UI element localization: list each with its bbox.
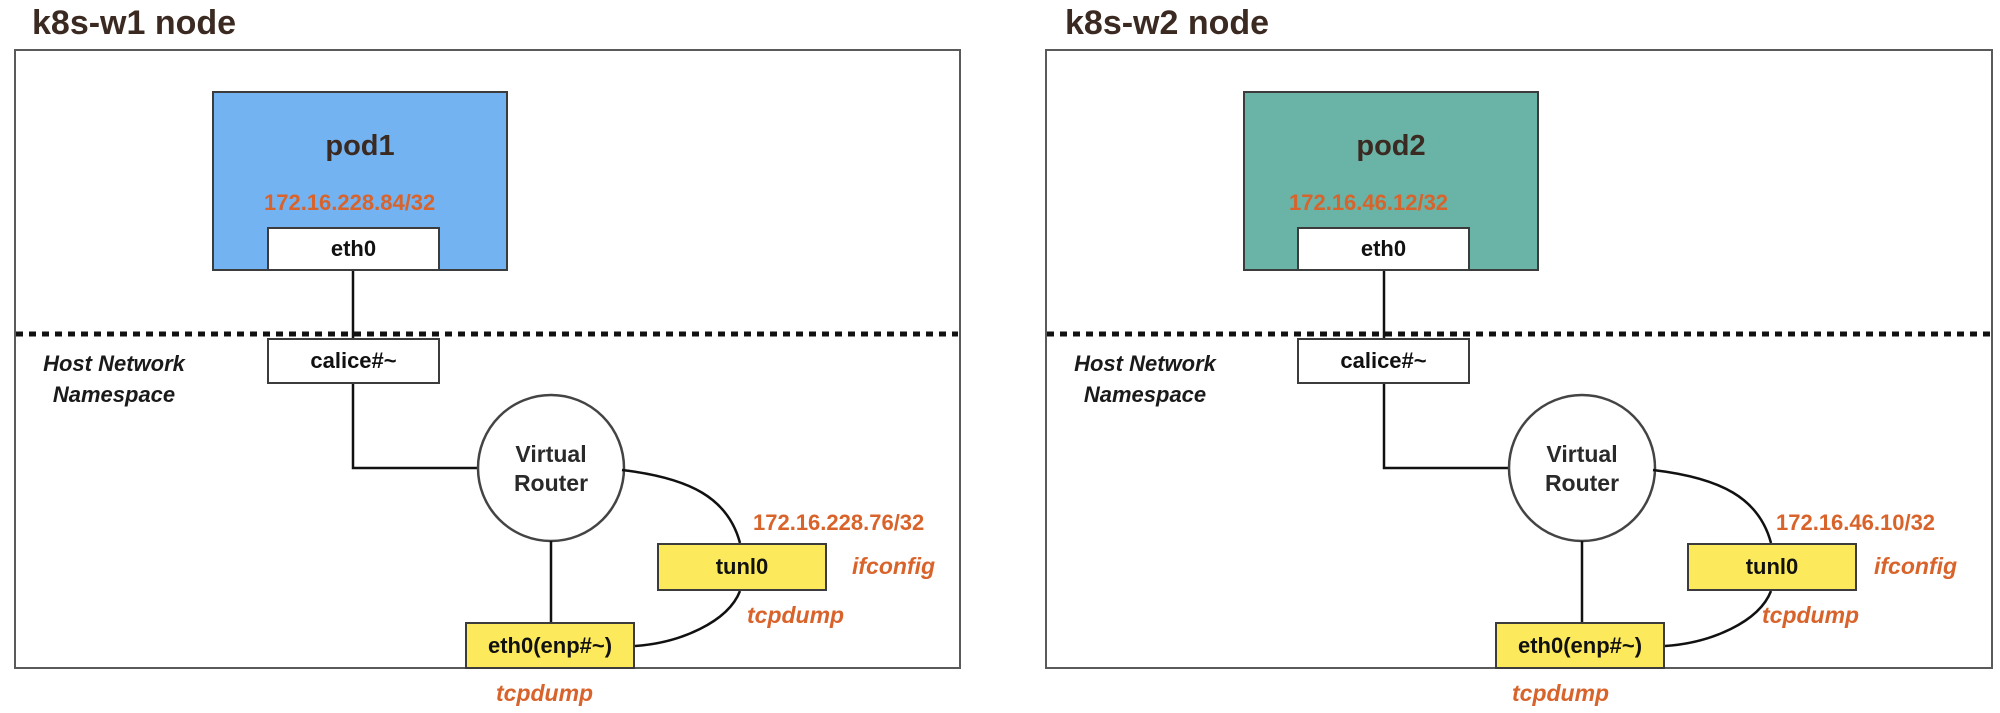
w1-tunl0: tunl0	[657, 543, 827, 591]
w2-virtual-router-label: Virtual Router	[1507, 440, 1657, 498]
w1-router-line2: Router	[513, 470, 589, 496]
w1-nic-eth0: eth0(enp#~)	[465, 622, 635, 669]
w2-nic-eth0: eth0(enp#~)	[1495, 622, 1665, 669]
pod1-ip: 172.16.228.84/32	[264, 190, 436, 215]
w1-router-line1: Virtual	[515, 441, 587, 467]
w2-host-ns-line1: Host Network	[1074, 351, 1216, 376]
w1-calice-veth: calice#~	[267, 338, 440, 384]
w2-router-line2: Router	[1544, 470, 1620, 496]
w2-host-ns-label: Host Network Namespace	[1055, 348, 1235, 410]
pod1-eth0: eth0	[267, 227, 440, 271]
w2-ifconfig-label: ifconfig	[1874, 553, 1958, 579]
w2-tunl0-ip: 172.16.46.10/32	[1776, 510, 1936, 535]
w1-virtual-router-label: Virtual Router	[476, 440, 626, 498]
w2-calice-veth: calice#~	[1297, 338, 1470, 384]
w1-host-ns-label: Host Network Namespace	[24, 348, 204, 410]
w1-host-ns-line2: Namespace	[52, 382, 176, 407]
w1-ifconfig-label: ifconfig	[852, 553, 936, 579]
w1-tcpdump-tunnel-label: tcpdump	[747, 602, 845, 628]
node-title-w1: k8s-w1 node	[32, 4, 237, 42]
pod2-ip: 172.16.46.12/32	[1289, 190, 1449, 215]
w1-tunl0-ip: 172.16.228.76/32	[753, 510, 925, 535]
w1-tcpdump-nic-label: tcpdump	[496, 680, 594, 706]
pod2-eth0: eth0	[1297, 227, 1470, 271]
w2-tcpdump-tunnel-label: tcpdump	[1762, 602, 1860, 628]
pod1-label: pod1	[325, 130, 395, 162]
w2-tunl0: tunl0	[1687, 543, 1857, 591]
pod2-label: pod2	[1356, 130, 1426, 162]
w2-host-ns-line2: Namespace	[1083, 382, 1207, 407]
w1-host-ns-line1: Host Network	[43, 351, 185, 376]
node-title-w2: k8s-w2 node	[1065, 4, 1270, 42]
w2-tcpdump-nic-label: tcpdump	[1512, 680, 1610, 706]
w2-router-line1: Virtual	[1546, 441, 1618, 467]
